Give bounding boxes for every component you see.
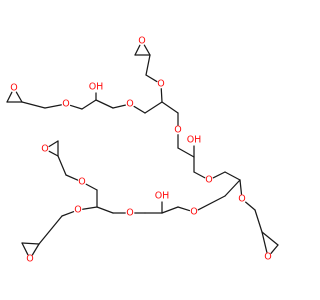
bond — [193, 171, 206, 179]
bond — [48, 150, 59, 157]
bond — [143, 44, 151, 56]
bond — [161, 206, 179, 214]
bond — [21, 101, 46, 109]
bond — [224, 171, 241, 181]
bond — [48, 140, 59, 148]
bond — [144, 101, 163, 114]
bond — [261, 231, 279, 246]
oxygen-label: O — [138, 36, 145, 47]
hydroxyl-label: OH — [155, 191, 170, 202]
bond — [177, 206, 191, 212]
oxygen-label: O — [264, 252, 271, 263]
oxygen-label: O — [205, 175, 212, 186]
oxygen-label: O — [126, 99, 133, 110]
bond — [161, 101, 179, 114]
bond — [177, 147, 195, 158]
oxygen-label: O — [190, 207, 197, 218]
bond — [31, 243, 40, 256]
bond — [38, 215, 63, 245]
bond — [15, 91, 23, 103]
bond — [133, 105, 146, 114]
bond — [134, 44, 141, 56]
oxygen-label: O — [62, 99, 69, 110]
oxygen-label: O — [238, 194, 245, 205]
bond — [69, 104, 83, 110]
bond — [44, 104, 62, 109]
bond — [61, 211, 75, 217]
bond — [197, 195, 226, 211]
bond — [145, 54, 151, 76]
oxygen-label: O — [10, 83, 17, 94]
oxygen-label: O — [26, 254, 33, 265]
bond — [85, 183, 98, 191]
bond — [96, 206, 114, 214]
bond — [6, 91, 13, 103]
bond — [81, 99, 97, 110]
hydroxyl-label: OH — [187, 135, 202, 146]
bond — [239, 179, 243, 195]
bond — [57, 155, 67, 176]
bond — [254, 209, 263, 233]
bond — [112, 104, 126, 109]
oxygen-label: O — [41, 144, 48, 155]
bond — [21, 242, 29, 256]
bond — [145, 74, 158, 83]
oxygen-label: O — [157, 79, 164, 90]
bond — [95, 99, 114, 109]
hydroxyl-label: OH — [89, 82, 104, 93]
oxygen-label: O — [174, 125, 181, 136]
bond — [270, 244, 279, 254]
oxygen-label: O — [74, 205, 81, 216]
bond — [212, 171, 226, 179]
molecule-diagram: O O OH O O O O OH O O O O OH O O O O O — [6, 36, 279, 265]
bonds — [6, 44, 279, 256]
bond — [245, 201, 256, 211]
oxygen-label: O — [78, 177, 85, 188]
oxygen-label: O — [126, 208, 133, 219]
bond — [82, 206, 98, 210]
bond — [261, 231, 268, 253]
bond — [160, 88, 163, 103]
bond — [65, 174, 79, 181]
bond — [224, 179, 241, 197]
bond — [21, 242, 40, 245]
atom-labels: O O OH O O O O OH O O O O OH O O O O O — [10, 36, 271, 265]
